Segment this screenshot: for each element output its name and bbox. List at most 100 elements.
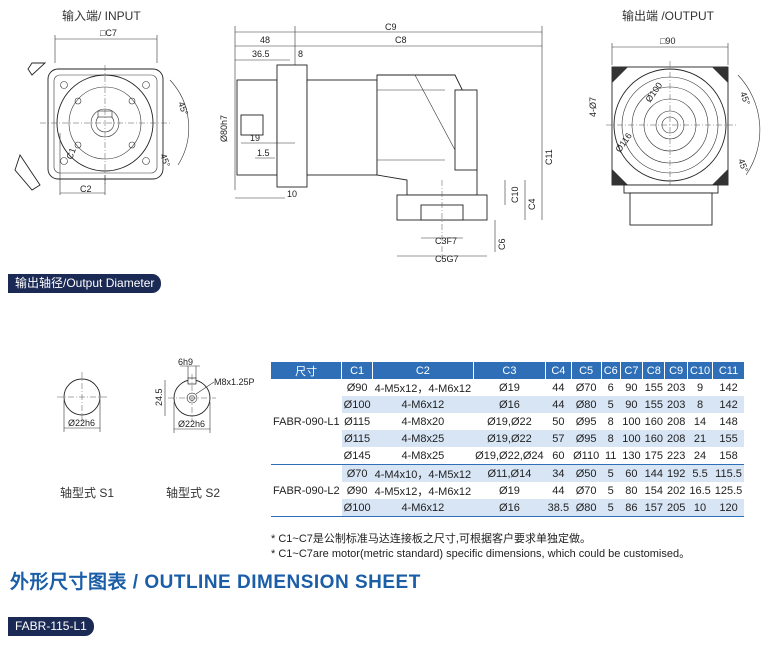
shaft-s2-drawing: 6h9 M8x1.25P 24.5 Ø22h6: [154, 358, 255, 433]
dim-c10: C10: [510, 186, 520, 203]
table-cell: 203: [664, 379, 688, 396]
table-cell: Ø80: [571, 499, 602, 517]
output-label: 输出端 /OUTPUT: [622, 9, 714, 23]
table-cell: Ø95: [571, 413, 602, 430]
model-cell: [271, 396, 342, 413]
table-cell: 4-M6x12: [372, 396, 474, 413]
s2-thread: M8x1.25P: [214, 377, 255, 387]
dim-c11: C11: [544, 149, 554, 165]
dim-c1: C1: [64, 146, 77, 160]
input-view-drawing: □C7 45° 45° C2 C1: [14, 28, 190, 195]
shaft-s2-label: 轴型式 S2: [166, 486, 221, 500]
note-cn: * C1~C7是公制标准马达连接板之尺寸,可根据客户要求单独定做。: [271, 533, 591, 545]
table-cell: Ø145: [341, 447, 373, 465]
table-cell: 223: [664, 447, 688, 465]
dim-45-bot: 45°: [158, 152, 172, 169]
table-cell: 192: [664, 464, 688, 482]
table-cell: 5: [601, 464, 621, 482]
table-cell: 160: [642, 430, 665, 447]
table-cell: Ø19,Ø22,Ø24: [473, 447, 546, 465]
table-cell: 155: [712, 430, 745, 447]
dim-sq90: □90: [660, 36, 675, 46]
table-cell: 5: [601, 396, 621, 413]
table-header-cell: C9: [664, 362, 688, 379]
table-cell: 34: [545, 464, 572, 482]
dim-48: 48: [260, 35, 270, 45]
table-header-cell: 尺寸: [271, 362, 343, 379]
table-header-cell: C1: [341, 362, 374, 379]
shaft-s1-label: 轴型式 S1: [60, 486, 115, 500]
output-view-drawing: □90 45° 45° 4-Ø7 Ø100 Ø116: [588, 36, 761, 226]
table-header-cell: C8: [642, 362, 666, 379]
s1-dia: Ø22h6: [68, 418, 95, 428]
input-label: 输入端/ INPUT: [62, 9, 141, 23]
dim-15: 1.5: [257, 148, 270, 158]
dim-c9: C9: [385, 22, 397, 32]
table-cell: 100: [620, 430, 643, 447]
table-header-cell: C7: [620, 362, 644, 379]
table-cell: 5: [601, 499, 621, 517]
table-cell: 86: [620, 499, 643, 517]
table-cell: Ø19: [473, 379, 546, 396]
table-cell: 142: [712, 379, 745, 396]
table-cell: 202: [664, 482, 688, 499]
table-cell: Ø50: [571, 464, 602, 482]
table-cell: 11: [601, 447, 621, 465]
table-cell: Ø19,Ø22: [473, 430, 546, 447]
table-cell: 144: [642, 464, 665, 482]
table-cell: Ø16: [473, 499, 546, 517]
table-cell: 4-M5x12，4-M6x12: [372, 482, 474, 499]
s2-dia: Ø22h6: [178, 419, 205, 429]
section-title: 外形尺寸图表 / OUTLINE DIMENSION SHEET: [10, 572, 421, 593]
table-cell: 4-M8x25: [372, 447, 474, 465]
table-cell: 24: [687, 447, 713, 465]
table-cell: 4-M4x10，4-M5x12: [372, 464, 474, 482]
table-cell: 90: [620, 379, 643, 396]
dim-c3: C3F7: [435, 236, 457, 246]
table-cell: 205: [664, 499, 688, 517]
table-cell: 4-M8x20: [372, 413, 474, 430]
table-cell: 8: [687, 396, 713, 413]
table-cell: 208: [664, 430, 688, 447]
table-cell: 38.5: [545, 499, 572, 517]
table-cell: 5: [601, 482, 621, 499]
table-cell: 160: [642, 413, 665, 430]
table-cell: Ø90: [341, 379, 373, 396]
table-cell: 6: [601, 379, 621, 396]
table-cell: 125.5: [712, 482, 745, 499]
dim-45-top: 45°: [176, 100, 190, 117]
model-cell: [271, 447, 342, 465]
dim-c6: C6: [497, 238, 507, 250]
model-cell: [271, 499, 342, 517]
out-45-bot: 45°: [736, 157, 750, 174]
table-cell: 44: [545, 379, 572, 396]
table-cell: Ø11,Ø14: [473, 464, 546, 482]
output-diameter-banner: 输出轴径/Output Diameter: [8, 274, 162, 293]
table-cell: 8: [601, 413, 621, 430]
table-cell: Ø115: [341, 413, 373, 430]
table-header-cell: C10: [687, 362, 714, 379]
table-cell: 10: [687, 499, 713, 517]
table-cell: 175: [642, 447, 665, 465]
table-cell: 4-M6x12: [372, 499, 474, 517]
table-cell: 130: [620, 447, 643, 465]
table-cell: 16.5: [687, 482, 713, 499]
table-cell: 60: [620, 464, 643, 482]
table-cell: 154: [642, 482, 665, 499]
model-cell: FABR-090-L2: [271, 482, 342, 499]
table-cell: 90: [620, 396, 643, 413]
table-cell: 21: [687, 430, 713, 447]
dim-365: 36.5: [252, 49, 270, 59]
table-header-cell: C5: [571, 362, 602, 379]
table-header-cell: C6: [601, 362, 621, 379]
table-cell: 100: [620, 413, 643, 430]
out-45-top: 45°: [738, 90, 752, 107]
